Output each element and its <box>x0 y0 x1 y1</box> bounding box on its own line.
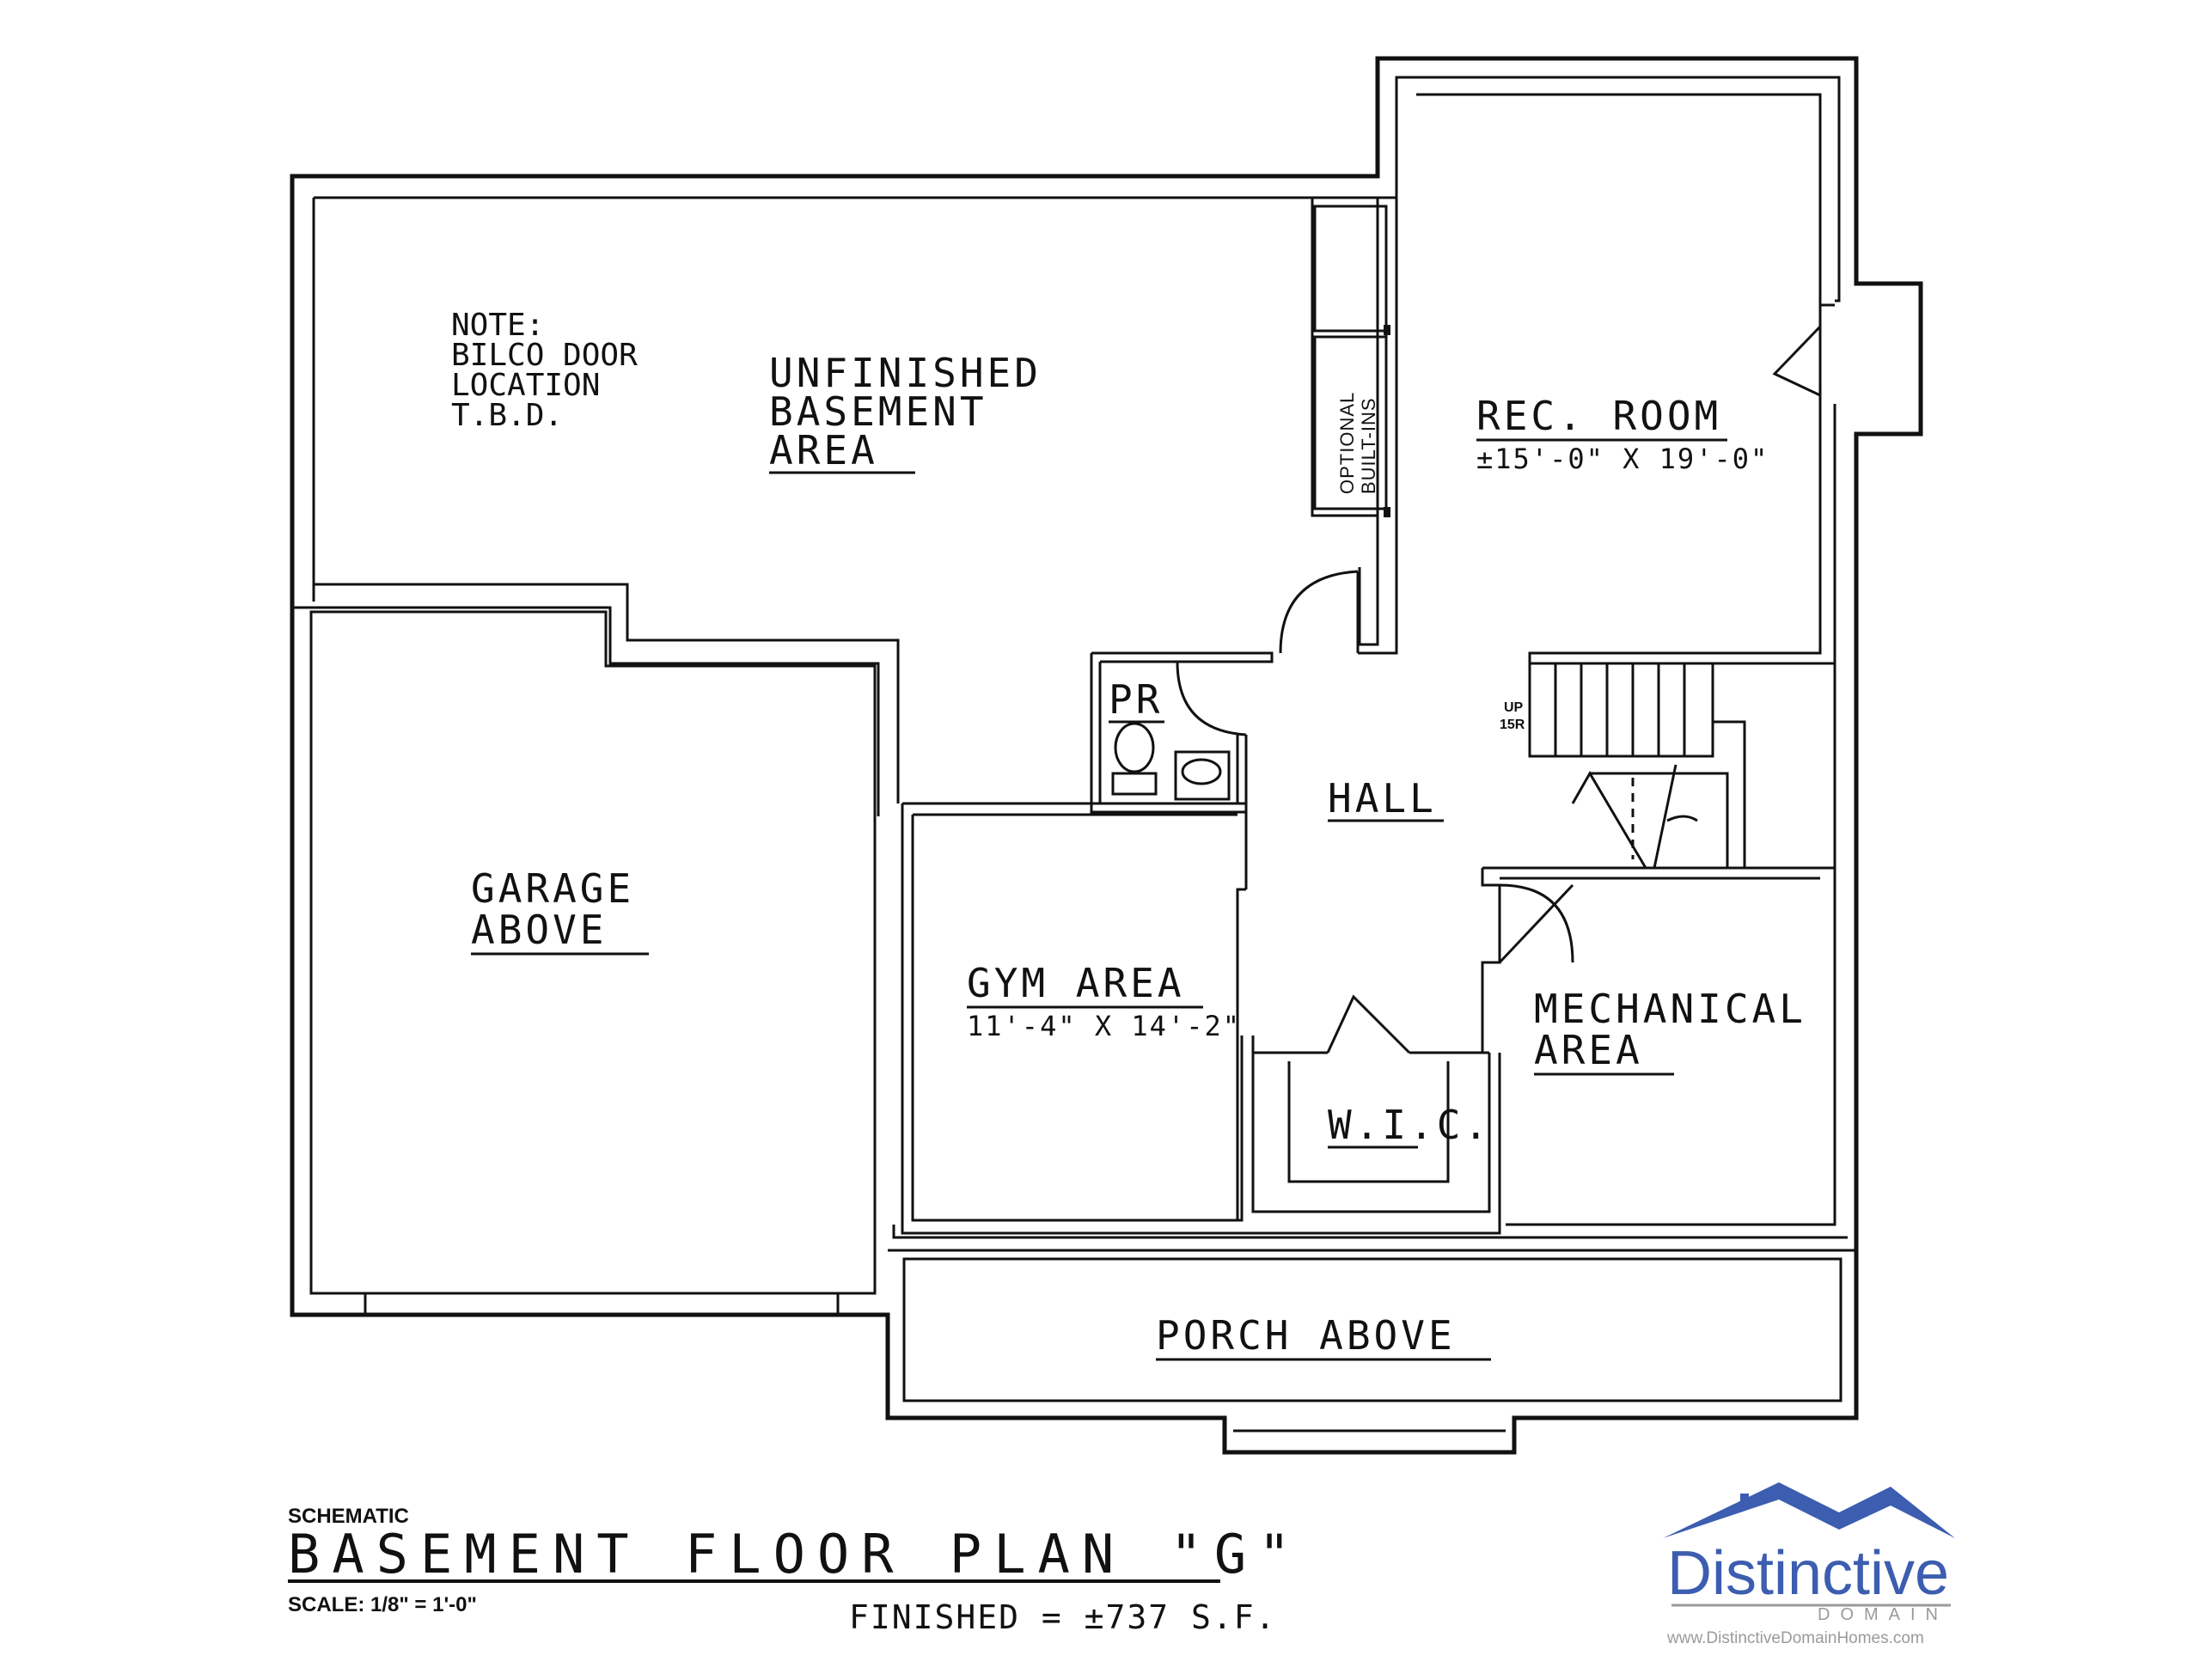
sink-counter-icon <box>1174 750 1231 801</box>
rec-room-name: REC. ROOM <box>1476 393 1721 439</box>
builtins-line-1: OPTIONAL <box>1336 392 1358 494</box>
powder-room-walls <box>1090 651 1274 889</box>
gym-name: GYM AREA <box>967 960 1185 1006</box>
garage-line-2: ABOVE <box>471 907 607 953</box>
scale-label: SCALE: 1/8" = 1'-0" <box>288 1593 477 1616</box>
builtins-line-2: BUILT-INS <box>1358 397 1379 494</box>
logo-url: www.DistinctiveDomainHomes.com <box>1666 1629 1924 1647</box>
gym-size: 11'-4" X 14'-2" <box>967 1010 1241 1042</box>
note-line-4: T.B.D. <box>451 398 563 433</box>
rec-room-label: REC. ROOM ±15'-0" X 19'-0" <box>1476 393 1769 475</box>
wic-label: W.I.C. <box>1328 1102 1491 1149</box>
powder-room-fixtures <box>1111 722 1231 801</box>
wic-walls <box>1251 1035 1491 1213</box>
unfinished-line-2: BASEMENT <box>769 388 987 435</box>
hall-label: HALL <box>1328 775 1444 822</box>
porch-walls <box>888 1249 1856 1402</box>
unfinished-basement-label: UNFINISHED BASEMENT AREA <box>769 350 1042 474</box>
staircase <box>1528 663 1746 869</box>
hall-name: HALL <box>1328 775 1437 822</box>
logo-name: Distinctive <box>1667 1539 1949 1608</box>
garage-label: GARAGE ABOVE <box>471 865 649 956</box>
finished-area: FINISHED = ±737 S.F. <box>849 1598 1277 1636</box>
garage-walls <box>309 610 877 1315</box>
plan-title: BASEMENT FLOOR PLAN "G" <box>288 1523 1303 1585</box>
note-line-2: BILCO DOOR <box>451 338 638 373</box>
mechanical-line-1: MECHANICAL <box>1534 986 1806 1032</box>
rec-room-walls <box>1358 95 1835 665</box>
company-logo: Distinctive DOMAIN www.DistinctiveDomain… <box>1663 1482 1955 1647</box>
garage-line-1: GARAGE <box>471 865 634 912</box>
optional-builtins-label: OPTIONAL BUILT-INS <box>1336 392 1379 494</box>
unfinished-basement-walls <box>292 196 1379 816</box>
rec-room-size: ±15'-0" X 19'-0" <box>1476 443 1769 475</box>
pr-label: PR <box>1109 676 1164 724</box>
stairs-risers: 15R <box>1500 718 1525 732</box>
roof-icon <box>1663 1482 1955 1538</box>
toilet-icon <box>1114 722 1155 773</box>
porch-name: PORCH ABOVE <box>1156 1312 1456 1359</box>
sink-bowl-icon <box>1181 758 1222 785</box>
wic-name: W.I.C. <box>1328 1102 1491 1148</box>
unfinished-line-3: AREA <box>769 427 878 473</box>
doors <box>1176 325 1822 1054</box>
stairs-up: UP <box>1504 700 1524 715</box>
stairs-label: UP 15R <box>1500 700 1525 732</box>
note-label: NOTE: BILCO DOOR LOCATION T.B.D. <box>451 308 638 433</box>
toilet-tank-icon <box>1111 772 1158 796</box>
schematic-label: SCHEMATIC <box>288 1505 409 1528</box>
pr-name: PR <box>1109 676 1163 723</box>
porch-label: PORCH ABOVE <box>1156 1312 1491 1361</box>
title-block: SCHEMATIC BASEMENT FLOOR PLAN "G" SCALE:… <box>288 1505 1303 1636</box>
note-line-1: NOTE: <box>451 308 544 343</box>
mechanical-label: MECHANICAL AREA <box>1534 986 1806 1076</box>
note-line-3: LOCATION <box>451 368 600 403</box>
logo-sub: DOMAIN <box>1818 1605 1948 1624</box>
mechanical-walls <box>1481 866 1848 1239</box>
unfinished-line-1: UNFINISHED <box>769 350 1042 396</box>
gym-label: GYM AREA 11'-4" X 14'-2" <box>967 960 1241 1042</box>
optional-builtins <box>1313 205 1390 517</box>
gym-walls <box>892 802 1506 1239</box>
mechanical-line-2: AREA <box>1534 1027 1643 1073</box>
